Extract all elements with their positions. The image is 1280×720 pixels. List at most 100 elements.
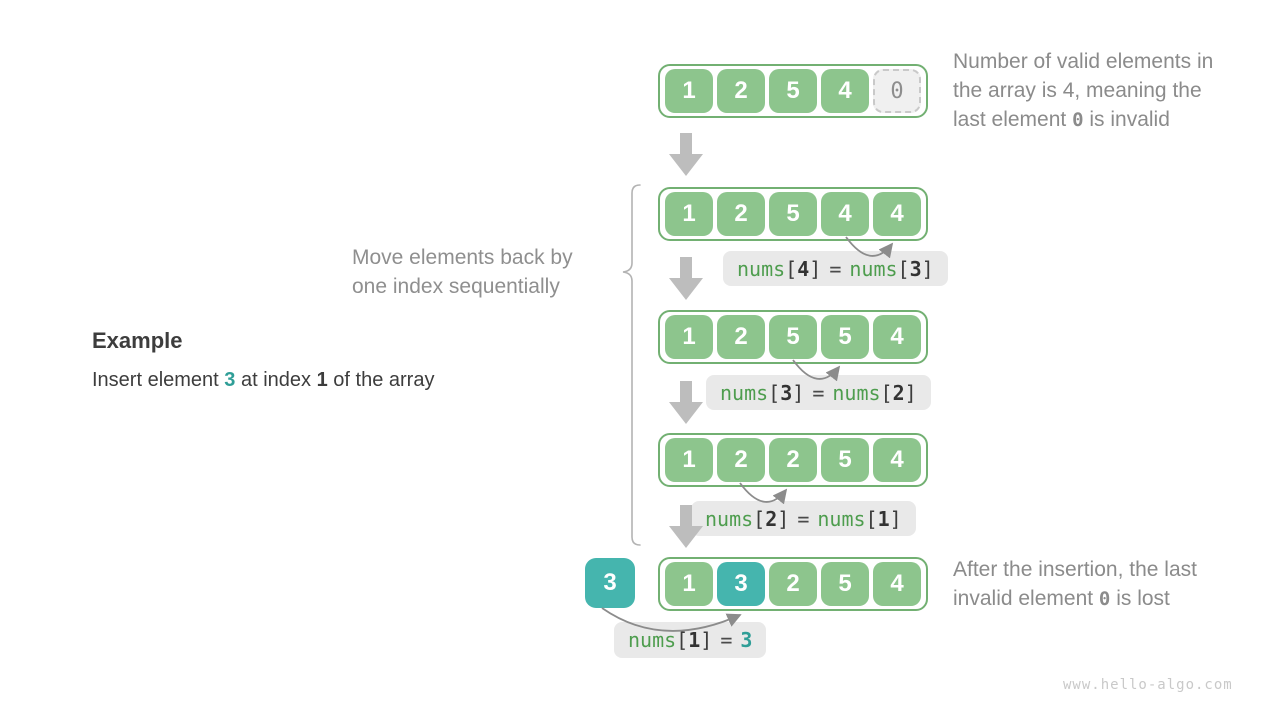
op-index: 2 [892,380,905,405]
array-cell: 4 [821,69,869,113]
example-title: Example [92,328,183,353]
note-top-line3a: last element [953,108,1073,131]
curved-arrow-icon [739,482,788,505]
op-equals: = [812,380,825,405]
op-bracket: [ [753,506,766,531]
curly-brace-icon [622,184,641,546]
array-cell-invalid: 0 [873,69,921,113]
note-top-line1: Number of valid elements in [953,50,1214,73]
array-cell: 1 [665,69,713,113]
op-label-3: nums[2]=nums[1] [691,501,916,536]
curved-arrow-icon [792,359,841,382]
note-top: Number of valid elements in the array is… [953,47,1213,135]
op-index: 3 [780,380,793,405]
array-cell: 4 [873,562,921,606]
note-top-zero: 0 [1072,109,1084,131]
op-fn: nums [817,506,866,531]
array-row-1: 1 2 5 4 0 [658,64,928,118]
op-index: 4 [797,256,810,281]
array-row-4: 1 2 2 5 4 [658,433,928,487]
array-row-2: 1 2 5 4 4 [658,187,928,241]
op-bracket: ] [777,506,790,531]
op-index: 1 [877,506,890,531]
example-desc-value: 3 [224,369,236,391]
example-desc-part2: at index [235,369,317,391]
array-cell: 1 [665,315,713,359]
array-cell-inserted: 3 [717,562,765,606]
op-fn: nums [832,380,881,405]
op-value: 3 [740,628,753,652]
move-note-line2: one index sequentially [352,275,560,298]
op-label-2: nums[3]=nums[2] [706,375,931,410]
note-bottom-zero: 0 [1098,588,1111,610]
array-cell: 5 [769,192,817,236]
op-fn: nums [705,506,754,531]
watermark: www.hello-algo.com [1063,677,1233,693]
inserted-value-cell: 3 [585,558,635,608]
array-row-3: 1 2 5 5 4 [658,310,928,364]
array-cell: 2 [717,315,765,359]
op-bracket: [ [897,256,910,281]
op-index: 2 [765,506,778,531]
array-row-5: 1 3 2 5 4 [658,557,928,611]
curved-arrow-icon [601,607,742,632]
op-bracket: [ [676,628,689,652]
op-bracket: ] [921,256,934,281]
note-bottom-line2: invalid element 0 is lost [953,584,1197,614]
move-note-line1: Move elements back by [352,246,573,269]
op-bracket: ] [700,628,713,652]
array-cell: 2 [717,438,765,482]
array-cell: 1 [665,562,713,606]
op-bracket: ] [809,256,822,281]
op-bracket: ] [889,506,902,531]
example-desc-part3: of the array [327,369,435,391]
op-fn: nums [628,628,677,652]
note-bottom: After the insertion, the last invalid el… [953,555,1197,614]
op-equals: = [720,628,733,652]
note-bottom-line1: After the insertion, the last [953,558,1197,581]
array-cell: 1 [665,438,713,482]
array-cell: 5 [769,315,817,359]
op-equals: = [797,506,810,531]
down-arrow-icon [669,257,703,300]
op-fn: nums [720,380,769,405]
op-fn: nums [737,256,786,281]
array-cell: 1 [665,192,713,236]
curved-arrow-icon [845,236,894,259]
array-cell: 2 [769,438,817,482]
op-label-4: nums[1] = 3 [614,622,767,658]
note-top-line2: the array is 4, meaning the [953,79,1202,102]
array-cell: 5 [821,315,869,359]
op-label-1: nums[4]=nums[3] [723,251,948,286]
array-cell: 4 [873,315,921,359]
note-top-line3: last element 0 is invalid [953,105,1213,135]
op-index: 1 [688,628,701,652]
down-arrow-icon [669,381,703,424]
note-bottom-line2c: is lost [1110,587,1170,610]
note-bottom-line2a: invalid element [953,587,1099,610]
op-index: 3 [909,256,922,281]
array-cell: 4 [821,192,869,236]
array-cell: 2 [769,562,817,606]
op-bracket: [ [880,380,893,405]
op-bracket: ] [792,380,805,405]
array-cell: 4 [873,192,921,236]
op-bracket: [ [785,256,798,281]
op-equals: = [829,256,842,281]
array-cell: 5 [769,69,817,113]
array-cell: 5 [821,438,869,482]
array-cell: 2 [717,192,765,236]
op-bracket: ] [904,380,917,405]
down-arrow-icon [669,505,703,548]
op-fn: nums [849,256,898,281]
op-bracket: [ [865,506,878,531]
array-cell: 2 [717,69,765,113]
example-description: Insert element 3 at index 1 of the array [92,369,434,392]
example-desc-index: 1 [316,369,328,391]
array-cell: 5 [821,562,869,606]
note-top-line3c: is invalid [1083,108,1170,131]
example-desc-part1: Insert element [92,369,225,391]
down-arrow-icon [669,133,703,176]
op-bracket: [ [768,380,781,405]
